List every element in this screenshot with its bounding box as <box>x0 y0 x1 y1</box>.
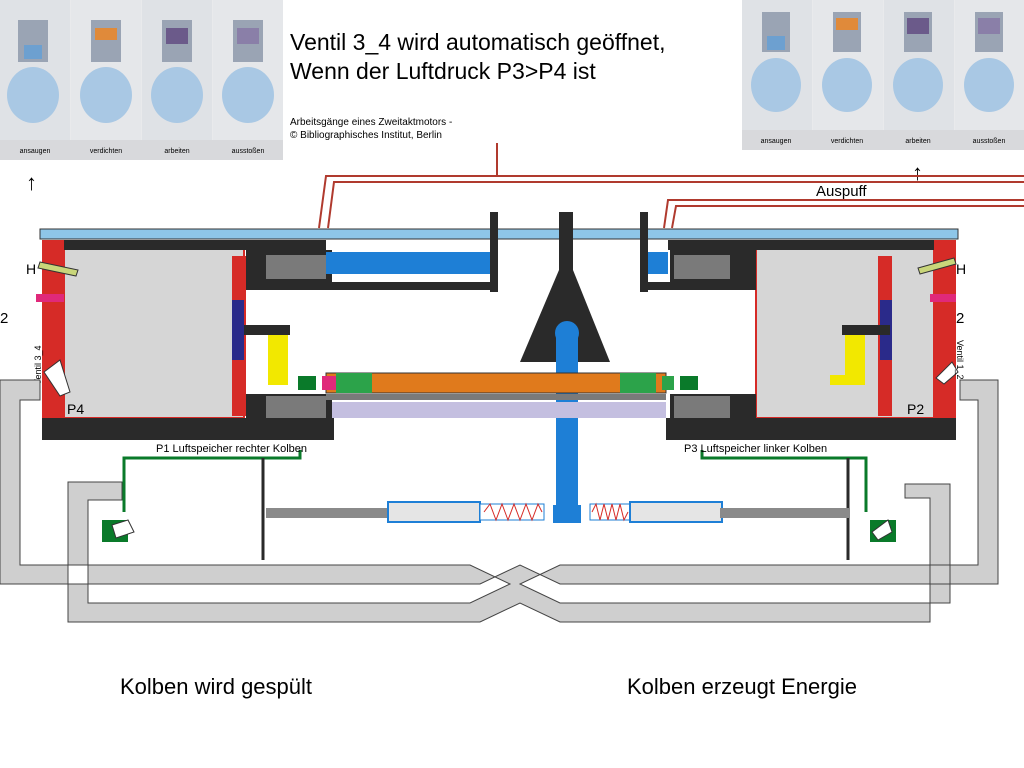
up-arrow: ↑ <box>26 170 37 195</box>
credit-line-2: © Bibliographisches Institut, Berlin <box>290 130 442 141</box>
number-label-right: 2 <box>956 310 964 327</box>
engine-illustration <box>751 12 1014 112</box>
image-credit: Arbeitsgänge eines Zweitaktmotors - © Bi… <box>290 116 452 142</box>
engine-illustration <box>7 20 274 123</box>
air-tube-loop <box>0 379 999 623</box>
strip-label: verdichten <box>831 138 863 145</box>
h-label-right: H <box>956 261 966 277</box>
exhaust-pipes <box>318 143 1024 229</box>
ventil-label-left: Ventil 3_4 <box>33 345 43 385</box>
strip-label: ansaugen <box>761 138 792 145</box>
page-title: Ventil 3_4 wird automatisch geöffnet, We… <box>290 28 665 86</box>
p1-label: P1 Luftspeicher rechter Kolben <box>156 443 307 455</box>
title-line-2: Wenn der Luftdruck P3>P4 ist <box>290 58 596 84</box>
engine-strip-left: ansaugen verdichten arbeiten ausstoßen <box>0 0 283 160</box>
caption-left: Kolben wird gespült <box>120 674 313 699</box>
auspuff-label: Auspuff <box>816 183 867 200</box>
central-frame <box>36 212 959 523</box>
engine-strip-right: ansaugen verdichten arbeiten ausstoßen <box>742 0 1024 150</box>
air-reservoirs <box>102 450 896 560</box>
strip-label: ausstoßen <box>973 138 1006 145</box>
p2-label: P2 <box>907 401 924 417</box>
strip-label: ansaugen <box>20 148 51 155</box>
strip-label: ausstoßen <box>232 148 265 155</box>
number-label-left: 2 <box>0 310 8 327</box>
p3-label: P3 Luftspeicher linker Kolben <box>684 443 827 455</box>
title-line-1: Ventil 3_4 wird automatisch geöffnet, <box>290 29 666 55</box>
ventil-label-right: Ventil 1_2 <box>955 340 965 380</box>
up-arrow: ↑ <box>912 160 923 185</box>
strip-label: verdichten <box>90 148 122 155</box>
top-rail <box>39 228 959 240</box>
credit-line-1: Arbeitsgänge eines Zweitaktmotors - <box>290 117 453 128</box>
strip-label: arbeiten <box>905 138 930 145</box>
caption-right: Kolben erzeugt Energie <box>627 674 857 699</box>
strip-label: arbeiten <box>164 148 189 155</box>
spring-rod <box>266 501 850 523</box>
h-label-left: H <box>26 261 36 277</box>
p4-label: P4 <box>67 401 84 417</box>
